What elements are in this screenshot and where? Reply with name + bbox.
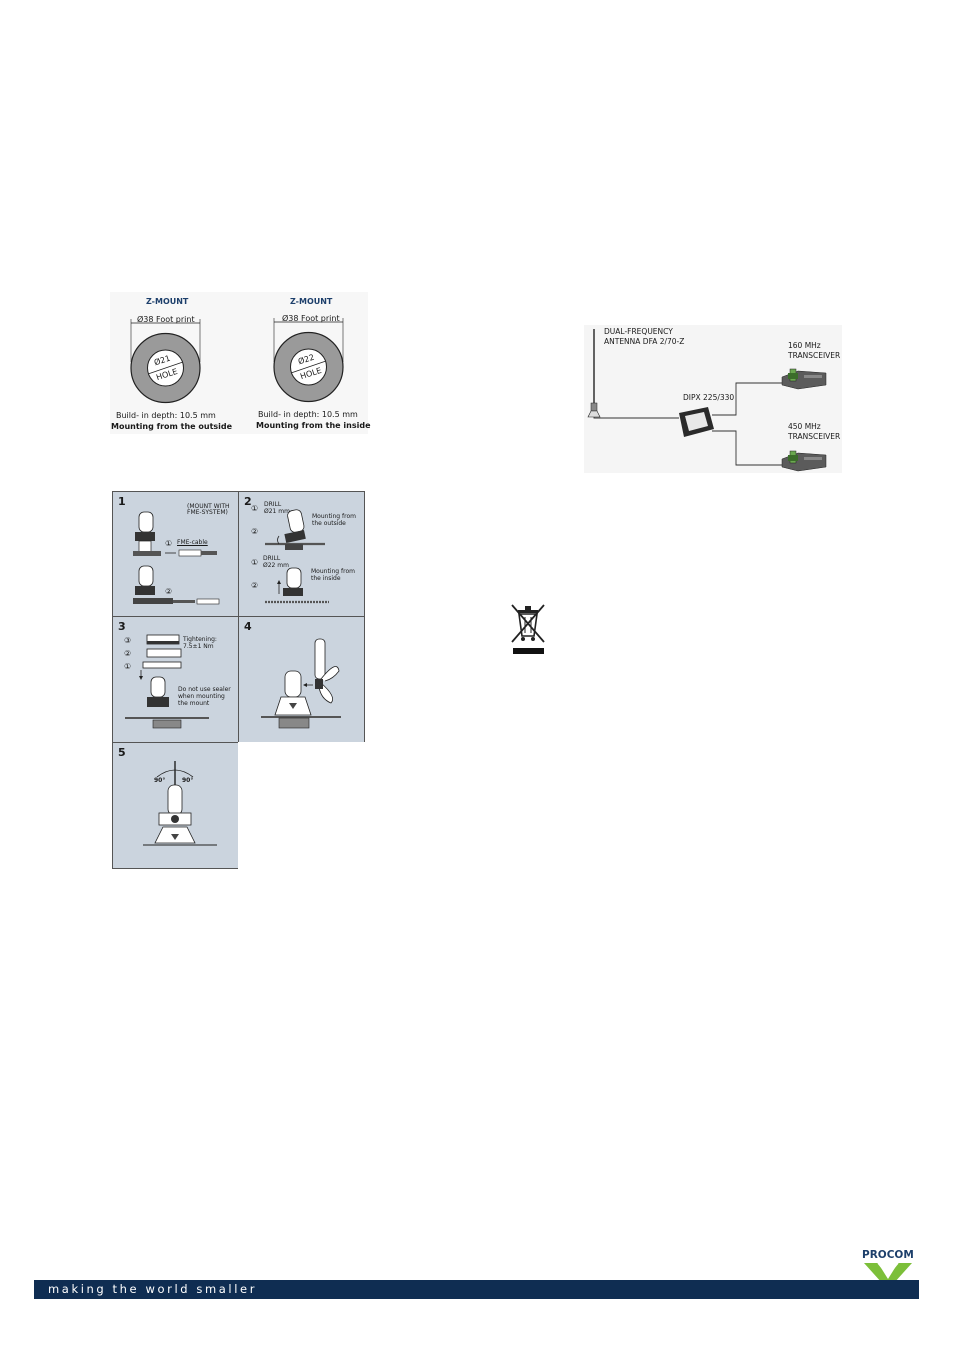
step-2-illustration: [265, 509, 329, 604]
drill-22-label-line1: DRILL: [263, 555, 281, 562]
step-2-marker-2b: ②: [251, 581, 259, 590]
transceiver-450-line2: TRANSCEIVER: [788, 432, 841, 441]
step-3-panel: 3 ③ ② ① Tightening: 7.5±1 Nm Do not use …: [112, 616, 239, 743]
transceiver-450-icon: [781, 450, 827, 472]
step-2-marker-1b: ①: [251, 558, 259, 567]
antenna-label-line1: DUAL-FREQUENCY: [604, 327, 673, 336]
step-2-marker-2a: ②: [251, 527, 259, 536]
drill-22-label-line2: Ø22 mm: [263, 562, 289, 569]
step-1-marker-2: ②: [165, 587, 173, 596]
footer-slogan: making the world smaller: [48, 1282, 258, 1296]
mounting-inside-line1: Mounting from: [311, 568, 355, 575]
sealer-warning-line3: the mount: [178, 700, 210, 707]
transceiver-450-line1: 450 MHz: [788, 422, 821, 431]
transceiver-160-icon: [781, 368, 827, 390]
drill-21-label-line1: DRILL: [264, 501, 282, 508]
mounting-caption-outside: Mounting from the outside: [111, 422, 233, 431]
z-mount-title-outside: Z-MOUNT: [146, 297, 189, 306]
step-number: 4: [244, 620, 252, 633]
antenna-icon: [587, 329, 601, 418]
step-1-note-line1: (MOUNT WITH: [187, 503, 230, 510]
tightening-label-line2: 7.5±1 Nm: [183, 643, 214, 650]
step-3-marker-1: ①: [124, 662, 132, 671]
step-1-marker-1: ①: [165, 539, 173, 548]
build-in-depth-outside: Build- in depth: 10.5 mm: [116, 411, 216, 420]
z-mount-footprint-panel: Z-MOUNT Ø38 Foot print Z-MOUNT Ø38 Foot …: [110, 292, 371, 434]
empty-grid-cell: [238, 742, 365, 869]
footer-bar: making the world smaller: [34, 1280, 919, 1299]
step-4-illustration: [261, 638, 341, 729]
angle-right-label: 90°: [182, 777, 194, 784]
fme-cable-label: FME-cable: [177, 539, 208, 546]
diplexer-icon: [679, 407, 714, 437]
mounting-caption-inside: Mounting from the inside: [256, 421, 371, 430]
step-number: 5: [118, 746, 126, 759]
step-4-panel: 4: [238, 616, 365, 743]
step-1-illustration: [133, 511, 220, 605]
step-3-marker-2: ②: [124, 649, 132, 658]
step-number: 2: [244, 495, 252, 508]
mounting-outside-line1: Mounting from: [312, 513, 356, 520]
procom-logo-icon: [864, 1262, 912, 1295]
sealer-warning-line1: Do not use sealer: [178, 686, 231, 693]
wiring-drawing: [587, 329, 827, 472]
sealer-warning-line2: when mounting: [178, 693, 225, 700]
installation-steps-grid: 1 (MOUNT WITH FME-SYSTEM) ① FME-cable ② …: [112, 491, 365, 869]
step-1-note-line2: FME-SYSTEM): [187, 509, 228, 516]
antenna-label-line2: ANTENNA DFA 2/70-Z: [604, 337, 685, 346]
step-1-panel: 1 (MOUNT WITH FME-SYSTEM) ① FME-cable ②: [112, 491, 239, 617]
transceiver-160-line1: 160 MHz: [788, 341, 821, 350]
crossed-out-wheelie-bin-icon: [511, 604, 545, 654]
z-mount-title-inside: Z-MOUNT: [290, 297, 333, 306]
mounting-inside-line2: the inside: [311, 575, 341, 582]
transceiver-160-line2: TRANSCEIVER: [788, 351, 841, 360]
dual-frequency-wiring-diagram: DUAL-FREQUENCY ANTENNA DFA 2/70-Z 160 MH…: [584, 325, 842, 473]
step-number: 3: [118, 620, 126, 633]
angle-left-label: 90°: [154, 777, 166, 784]
footprint-drawings: [130, 318, 344, 404]
diplexer-label: DIPX 225/330: [683, 393, 735, 402]
step-3-marker-3: ③: [124, 636, 132, 645]
step-2-marker-1a: ①: [251, 504, 259, 513]
foot-print-label-outside: Ø38 Foot print: [137, 315, 195, 324]
foot-print-label-inside: Ø38 Foot print: [282, 314, 340, 323]
mounting-outside-line2: the outside: [312, 520, 346, 527]
step-5-panel: 5 90° 90°: [112, 742, 239, 869]
drill-21-label-line2: Ø21 mm: [264, 508, 290, 515]
step-5-illustration: [143, 761, 217, 846]
step-3-illustration: [125, 634, 209, 729]
step-2-panel: 2 DRILL Ø21 mm ① Mounting from the outsi…: [238, 491, 365, 617]
tightening-label-line1: Tightening:: [183, 636, 217, 643]
step-number: 1: [118, 495, 126, 508]
build-in-depth-inside: Build- in depth: 10.5 mm: [258, 410, 358, 419]
procom-wordmark: PROCOM: [862, 1249, 914, 1261]
